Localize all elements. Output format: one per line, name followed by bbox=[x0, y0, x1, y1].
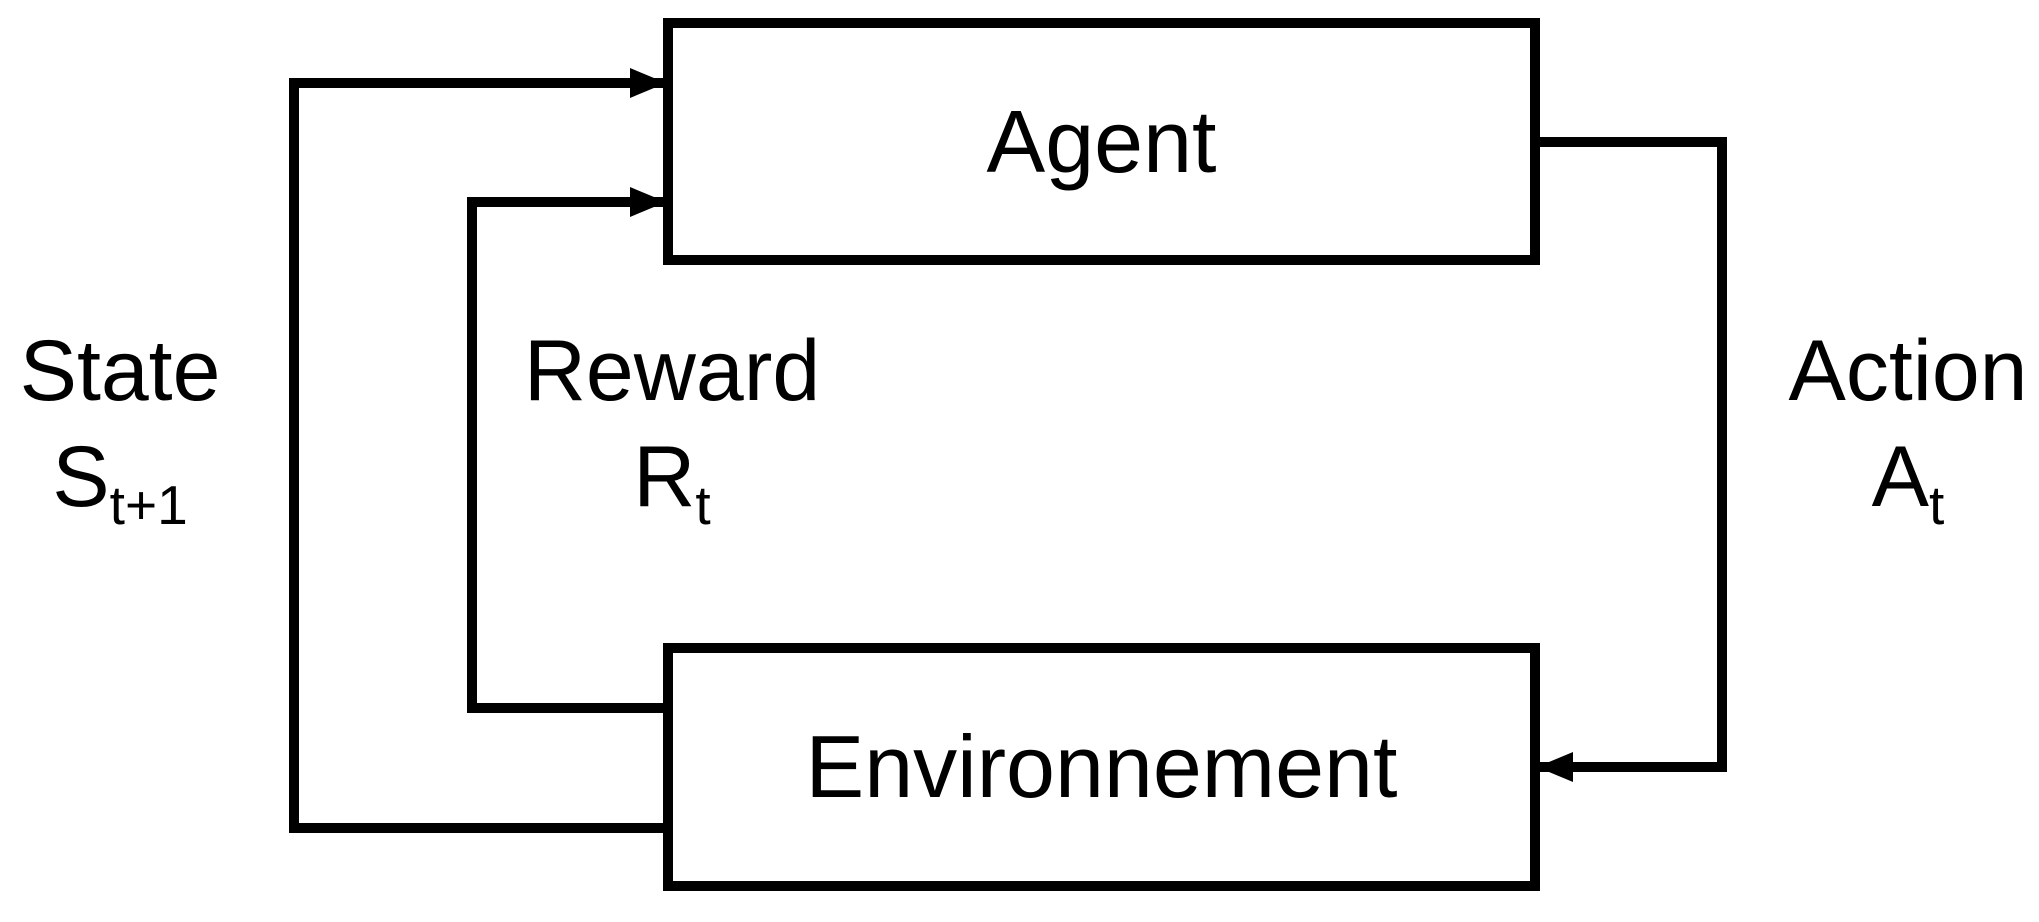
action-label: Action At bbox=[1748, 318, 2039, 533]
reward-label: Reward Rt bbox=[512, 318, 832, 533]
environment-box bbox=[663, 643, 1540, 891]
agent-label-text: Agent bbox=[986, 91, 1217, 191]
agent-label: Agent bbox=[668, 23, 1535, 260]
state-symbol: S bbox=[52, 429, 110, 525]
action-subscript: t bbox=[1929, 474, 1945, 537]
action-arrow bbox=[1535, 137, 1727, 782]
state-word: State bbox=[19, 323, 221, 419]
state-label: State St+1 bbox=[0, 318, 240, 533]
agent-box bbox=[663, 18, 1540, 265]
reward-word: Reward bbox=[523, 323, 821, 419]
environment-label-text: Environnement bbox=[805, 717, 1398, 816]
action-symbol: A bbox=[1871, 429, 1930, 525]
reward-symbol: R bbox=[633, 429, 696, 525]
state-arrow bbox=[289, 68, 668, 833]
action-word: Action bbox=[1788, 323, 2028, 419]
reward-subscript: t bbox=[695, 474, 711, 537]
reward-arrow bbox=[467, 187, 668, 713]
environment-label: Environnement bbox=[668, 648, 1535, 886]
state-subscript: t+1 bbox=[109, 474, 188, 537]
